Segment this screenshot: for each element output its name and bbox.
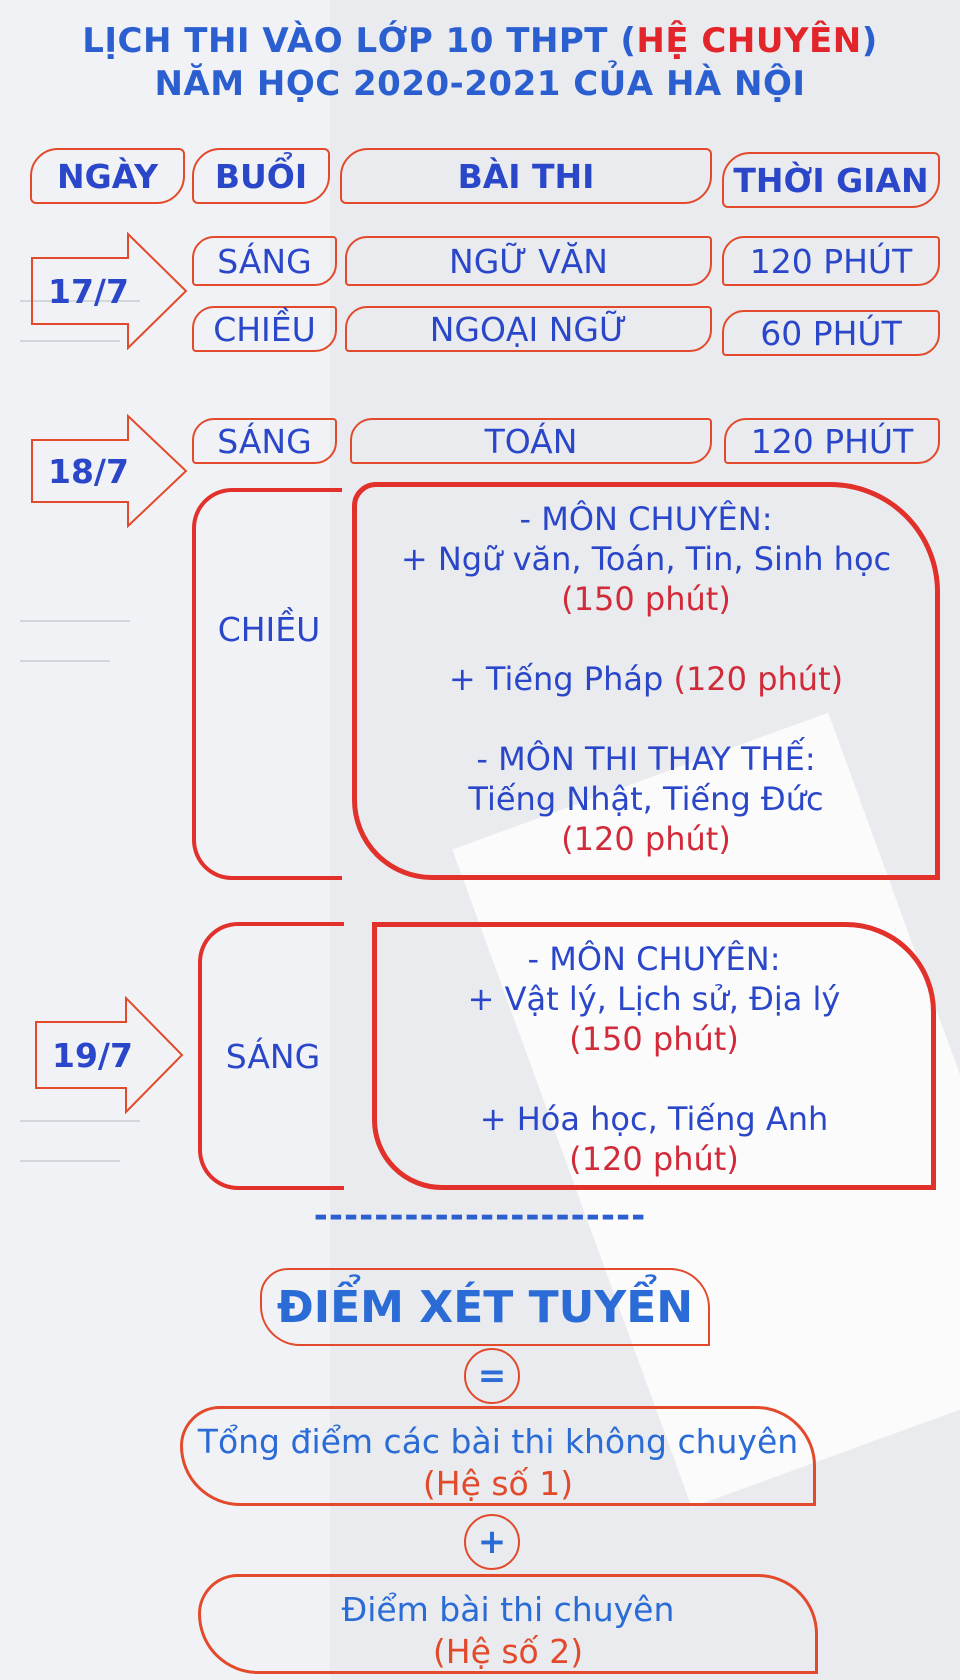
french-time: (120 phút) xyxy=(673,660,844,698)
coefficient-1: (Hệ số 1) xyxy=(422,1464,574,1503)
specialized-exams-19-7: - MÔN CHUYÊN: + Vật lý, Lịch sử, Địa lý … xyxy=(372,922,936,1190)
exam-math: TOÁN xyxy=(350,418,712,464)
duration-foreign-language: 60 PHÚT xyxy=(722,310,940,356)
exam-literature: NGỮ VĂN xyxy=(345,236,712,286)
session-morning: SÁNG xyxy=(192,418,337,464)
arrow-icon xyxy=(31,232,188,350)
plus-sign: + xyxy=(464,1514,520,1570)
header-exam: BÀI THI xyxy=(340,148,712,204)
title-prefix: LỊCH THI VÀO LỚP 10 THPT ( xyxy=(82,21,637,61)
divider: ---------------------- xyxy=(313,1196,647,1236)
title-highlight: HỆ CHUYÊN xyxy=(636,21,862,61)
title-line-1: LỊCH THI VÀO LỚP 10 THPT (HỆ CHUYÊN) xyxy=(0,20,960,63)
non-specialized-total: Tổng điểm các bài thi không chuyên (Hệ s… xyxy=(180,1406,816,1506)
non-specialized-label: Tổng điểm các bài thi không chuyên xyxy=(197,1422,799,1461)
arrow-icon xyxy=(31,414,188,528)
date-label: 17/7 xyxy=(48,271,129,311)
specialized-subjects: + Ngữ văn, Toán, Tin, Sinh học xyxy=(400,540,892,578)
session-afternoon-block: CHIỀU xyxy=(192,488,342,880)
specialized-time: (150 phút) xyxy=(561,580,731,618)
specialized-exams-18-7: - MÔN CHUYÊN: + Ngữ văn, Toán, Tin, Sinh… xyxy=(352,482,940,880)
title-line-2: NĂM HỌC 2020-2021 CỦA HÀ NỘI xyxy=(154,64,806,104)
date-label: 19/7 xyxy=(52,1035,133,1075)
specialized-heading: - MÔN CHUYÊN: xyxy=(527,940,781,978)
session-label: SÁNG xyxy=(225,1036,321,1076)
equals-sign: = xyxy=(464,1348,520,1404)
score-title: ĐIỂM XÉT TUYỂN xyxy=(260,1268,710,1346)
coefficient-2: (Hệ số 2) xyxy=(432,1632,584,1671)
arrow-icon xyxy=(35,996,184,1114)
specialized-label: Điểm bài thi chuyên xyxy=(341,1590,675,1629)
date-arrow-18-7: 18/7 xyxy=(30,414,188,528)
page-title: LỊCH THI VÀO LỚP 10 THPT (HỆ CHUYÊN) NĂM… xyxy=(0,20,960,106)
date-arrow-19-7: 19/7 xyxy=(34,996,184,1114)
substitute-heading: - MÔN THI THAY THẾ: xyxy=(476,740,816,778)
session-morning-block: SÁNG xyxy=(198,922,344,1190)
exam-foreign-language: NGOẠI NGỮ xyxy=(345,306,712,352)
session-morning: SÁNG xyxy=(192,236,337,286)
duration-literature: 120 PHÚT xyxy=(722,236,940,286)
duration-math: 120 PHÚT xyxy=(724,418,940,464)
header-date: NGÀY xyxy=(30,148,185,204)
session-label: CHIỀU xyxy=(217,609,321,649)
substitute-subjects: Tiếng Nhật, Tiếng Đức xyxy=(468,780,824,818)
chemistry-english-subjects: + Hóa học, Tiếng Anh xyxy=(479,1100,829,1138)
header-duration: THỜI GIAN xyxy=(722,152,940,208)
header-session: BUỔI xyxy=(192,148,330,204)
title-suffix: ) xyxy=(861,21,878,61)
date-arrow-17-7: 17/7 xyxy=(30,232,188,350)
specialized-subjects: + Vật lý, Lịch sử, Địa lý xyxy=(467,980,841,1018)
french-subject: + Tiếng Pháp xyxy=(448,660,674,698)
specialized-heading: - MÔN CHUYÊN: xyxy=(519,500,773,538)
chemistry-english-time: (120 phút) xyxy=(569,1140,739,1178)
session-afternoon: CHIỀU xyxy=(192,306,337,352)
specialized-score: Điểm bài thi chuyên (Hệ số 2) xyxy=(198,1574,818,1674)
french-line: + Tiếng Pháp (120 phút) xyxy=(357,659,935,699)
specialized-time: (150 phút) xyxy=(569,1020,739,1058)
date-label: 18/7 xyxy=(48,451,129,491)
substitute-time: (120 phút) xyxy=(561,820,731,858)
